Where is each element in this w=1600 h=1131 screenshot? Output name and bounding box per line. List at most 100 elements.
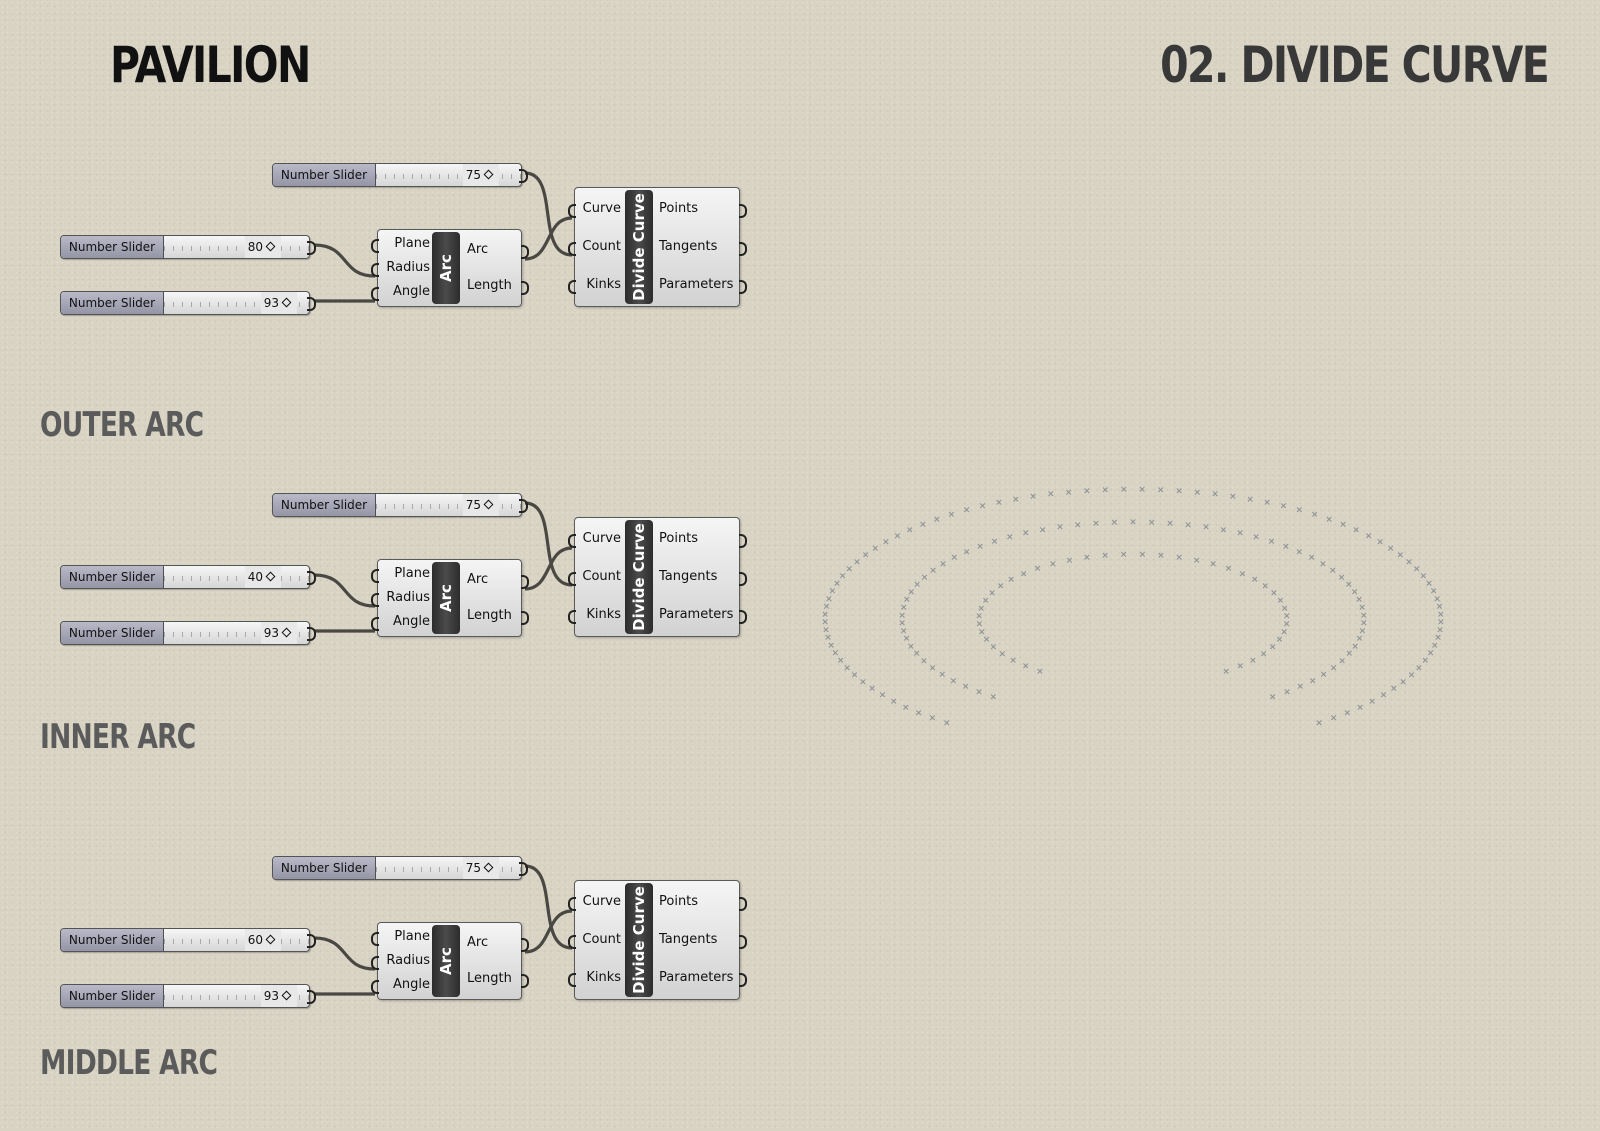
divide-output-port[interactable] (739, 280, 747, 294)
radius-slider[interactable]: Number Slider 40 (60, 565, 316, 589)
divide-input-port[interactable] (568, 897, 576, 911)
divide-input-kinks[interactable]: Kinks (586, 607, 621, 622)
count-slider[interactable]: Number Slider 75 (272, 163, 528, 187)
arc-input-port[interactable] (371, 569, 379, 583)
angle-slider[interactable]: Number Slider 93 (60, 984, 316, 1008)
radius-slider-track[interactable]: 40 (164, 566, 309, 588)
arc-component[interactable]: Plane Radius Angle Arc Arc Length (371, 559, 529, 637)
radius-slider-value[interactable]: 60 (244, 929, 281, 951)
angle-slider-track[interactable]: 93 (164, 622, 309, 644)
radius-slider-output-port[interactable] (307, 571, 316, 585)
arc-core[interactable]: Arc (432, 562, 460, 634)
count-slider-value[interactable]: 75 (462, 494, 499, 516)
radius-slider[interactable]: Number Slider 80 (60, 235, 316, 259)
slider-grip-icon[interactable] (281, 297, 292, 308)
divide-output-port[interactable] (739, 973, 747, 987)
arc-output-port[interactable] (521, 281, 529, 295)
radius-slider-value[interactable]: 80 (244, 236, 281, 258)
divide-input-kinks[interactable]: Kinks (586, 277, 621, 292)
arc-output-port[interactable] (521, 611, 529, 625)
divide-output-tangents[interactable]: Tangents (659, 569, 718, 584)
divide-output-points[interactable]: Points (659, 894, 699, 909)
arc-output-port[interactable] (521, 974, 529, 988)
divide-output-tangents[interactable]: Tangents (659, 932, 718, 947)
radius-slider[interactable]: Number Slider 60 (60, 928, 316, 952)
arc-output-port[interactable] (521, 245, 529, 259)
arc-input-angle[interactable]: Angle (393, 284, 430, 299)
divide-output-parameters[interactable]: Parameters (659, 970, 734, 985)
angle-slider-output-port[interactable] (307, 627, 316, 641)
divide-output-port[interactable] (739, 534, 747, 548)
divide-input-port[interactable] (568, 935, 576, 949)
count-slider-output-port[interactable] (519, 169, 528, 183)
angle-slider-output-port[interactable] (307, 990, 316, 1004)
divide-curve-component[interactable]: Curve Count Kinks Divide Curve Points Ta… (568, 517, 747, 637)
arc-output-arc[interactable]: Arc (467, 935, 489, 950)
radius-slider-track[interactable]: 80 (164, 236, 309, 258)
divide-output-port[interactable] (739, 204, 747, 218)
divide-output-parameters[interactable]: Parameters (659, 607, 734, 622)
divide-input-port[interactable] (568, 610, 576, 624)
divide-input-port[interactable] (568, 242, 576, 256)
divide-output-port[interactable] (739, 897, 747, 911)
divide-output-points[interactable]: Points (659, 201, 699, 216)
arc-output-length[interactable]: Length (467, 608, 512, 623)
arc-component[interactable]: Plane Radius Angle Arc Arc Length (371, 922, 529, 1000)
arc-input-port[interactable] (371, 263, 379, 277)
arc-output-length[interactable]: Length (467, 278, 512, 293)
slider-grip-icon[interactable] (281, 990, 292, 1001)
arc-input-port[interactable] (371, 239, 379, 253)
slider-grip-icon[interactable] (265, 571, 276, 582)
arc-core[interactable]: Arc (432, 925, 460, 997)
divide-input-port[interactable] (568, 572, 576, 586)
arc-input-radius[interactable]: Radius (386, 260, 430, 275)
angle-slider[interactable]: Number Slider 93 (60, 621, 316, 645)
angle-slider-track[interactable]: 93 (164, 985, 309, 1007)
divide-curve-core[interactable]: Divide Curve (625, 520, 653, 634)
divide-curve-component[interactable]: Curve Count Kinks Divide Curve Points Ta… (568, 187, 747, 307)
angle-slider-output-port[interactable] (307, 297, 316, 311)
angle-slider[interactable]: Number Slider 93 (60, 291, 316, 315)
arc-output-length[interactable]: Length (467, 971, 512, 986)
slider-grip-icon[interactable] (483, 862, 494, 873)
divide-output-port[interactable] (739, 935, 747, 949)
count-slider-track[interactable]: 75 (376, 164, 521, 186)
divide-input-kinks[interactable]: Kinks (586, 970, 621, 985)
arc-input-port[interactable] (371, 287, 379, 301)
divide-input-curve[interactable]: Curve (582, 894, 621, 909)
arc-input-port[interactable] (371, 980, 379, 994)
divide-output-parameters[interactable]: Parameters (659, 277, 734, 292)
count-slider[interactable]: Number Slider 75 (272, 493, 528, 517)
radius-slider-value[interactable]: 40 (244, 566, 281, 588)
arc-component[interactable]: Plane Radius Angle Arc Arc Length (371, 229, 529, 307)
divide-input-port[interactable] (568, 204, 576, 218)
arc-input-plane[interactable]: Plane (394, 929, 430, 944)
count-slider-value[interactable]: 75 (462, 857, 499, 879)
arc-core[interactable]: Arc (432, 232, 460, 304)
count-slider[interactable]: Number Slider 75 (272, 856, 528, 880)
count-slider-track[interactable]: 75 (376, 857, 521, 879)
divide-curve-core[interactable]: Divide Curve (625, 883, 653, 997)
arc-input-angle[interactable]: Angle (393, 614, 430, 629)
count-slider-output-port[interactable] (519, 862, 528, 876)
divide-output-port[interactable] (739, 572, 747, 586)
radius-slider-output-port[interactable] (307, 934, 316, 948)
arc-input-port[interactable] (371, 617, 379, 631)
arc-output-port[interactable] (521, 938, 529, 952)
slider-grip-icon[interactable] (483, 499, 494, 510)
divide-curve-core[interactable]: Divide Curve (625, 190, 653, 304)
arc-input-plane[interactable]: Plane (394, 566, 430, 581)
slider-grip-icon[interactable] (281, 627, 292, 638)
count-slider-track[interactable]: 75 (376, 494, 521, 516)
divide-input-curve[interactable]: Curve (582, 531, 621, 546)
divide-output-points[interactable]: Points (659, 531, 699, 546)
arc-input-radius[interactable]: Radius (386, 953, 430, 968)
slider-grip-icon[interactable] (265, 934, 276, 945)
arc-input-angle[interactable]: Angle (393, 977, 430, 992)
arc-input-port[interactable] (371, 932, 379, 946)
divide-input-count[interactable]: Count (582, 239, 621, 254)
angle-slider-value[interactable]: 93 (260, 292, 297, 314)
divide-output-tangents[interactable]: Tangents (659, 239, 718, 254)
count-slider-value[interactable]: 75 (462, 164, 499, 186)
radius-slider-output-port[interactable] (307, 241, 316, 255)
